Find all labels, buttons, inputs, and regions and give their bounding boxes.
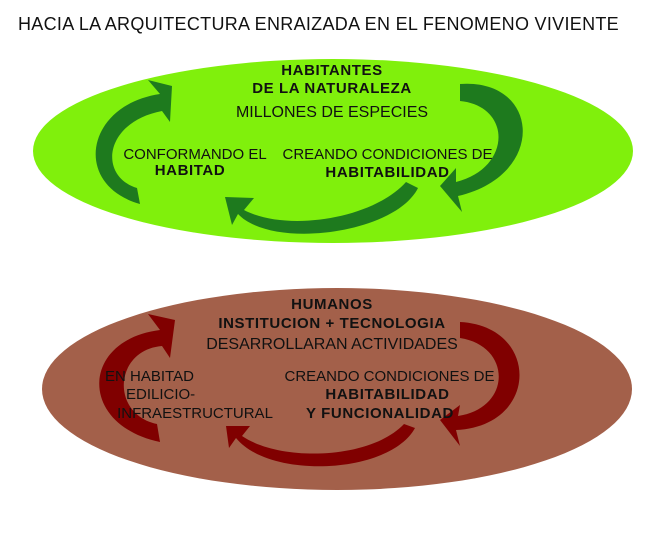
upper-heading-1: HABITANTES — [281, 62, 383, 79]
lower-heading-2: INSTITUCION + TECNOLOGIA — [218, 315, 446, 332]
upper-subheading: MILLONES DE ESPECIES — [235, 104, 429, 121]
diagram-title: HACIA LA ARQUITECTURA ENRAIZADA EN EL FE… — [18, 14, 619, 34]
upper-right-arrow — [440, 83, 523, 212]
lower-heading-1: HUMANOS — [291, 296, 373, 313]
lower-right-line-1: CREANDO CONDICIONES DE — [284, 368, 495, 385]
lower-left-line-2: EDILICIO- — [126, 386, 196, 403]
upper-left-arrow — [95, 80, 172, 204]
upper-cycle-arrows — [95, 80, 523, 234]
upper-left-line-2: HABITAD — [154, 162, 226, 179]
lower-right-line-2: HABITABILIDAD — [325, 386, 450, 403]
upper-bottom-arrow — [225, 182, 418, 234]
lower-right-line-3: Y FUNCIONALIDAD — [306, 405, 454, 422]
upper-right-line-2: HABITABILIDAD — [325, 164, 450, 181]
lower-left-arrow — [99, 314, 175, 442]
lower-bottom-arrow — [226, 424, 415, 467]
upper-heading-2: DE LA NATURALEZA — [252, 80, 412, 97]
lower-left-line-1: EN HABITAD — [105, 368, 194, 385]
lower-right-arrow — [440, 322, 520, 446]
upper-left-line-1: CONFORMANDO EL — [123, 146, 267, 163]
lower-subheading: DESARROLLARAN ACTIVIDADES — [206, 336, 458, 353]
lower-cycle-arrows — [99, 314, 520, 467]
lower-left-line-3: INFRAESTRUCTURAL — [117, 405, 273, 422]
upper-right-line-1: CREANDO CONDICIONES DE — [282, 146, 493, 163]
